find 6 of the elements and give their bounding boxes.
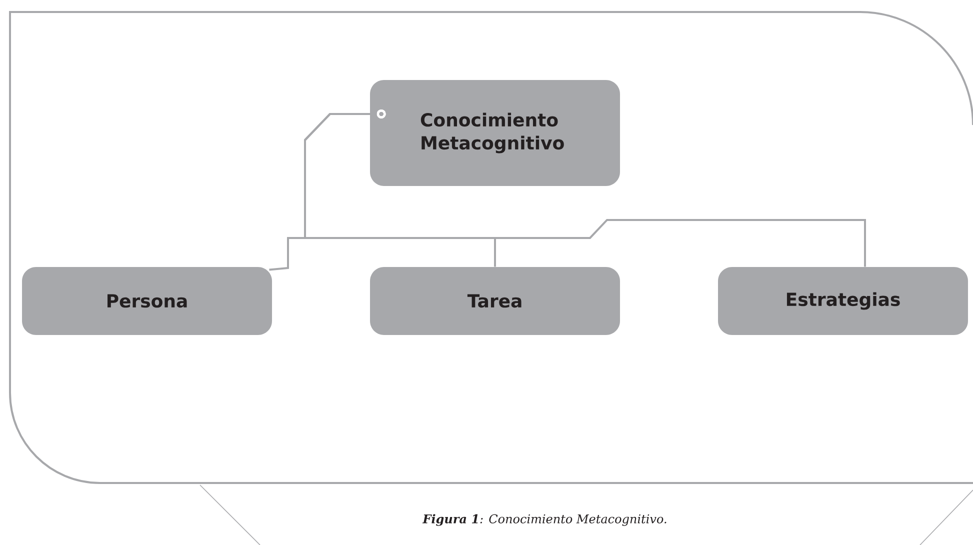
concept-box: Persona: [22, 267, 272, 335]
connector-line: [304, 110, 866, 267]
concept-box: Conocimiento Metacognitivo: [370, 80, 620, 186]
concept-box: Tarea: [370, 267, 620, 335]
figure-caption: Figura 1: Conocimiento Metacognitivo.: [422, 514, 666, 526]
concept-box: Estrategias: [718, 267, 968, 335]
